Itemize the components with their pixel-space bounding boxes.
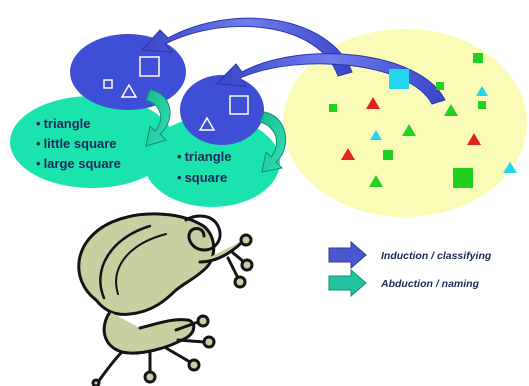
svg-text:•square: •square bbox=[177, 170, 227, 185]
small-class-item: square bbox=[185, 170, 228, 185]
big-class-label-list: •triangle •little square •large square bbox=[36, 116, 121, 171]
induction-legend-label: Induction / classifying bbox=[381, 250, 492, 262]
big-class-shapes bbox=[103, 56, 160, 98]
abduction-arrow-big bbox=[145, 89, 171, 147]
large-square-shape bbox=[139, 56, 160, 77]
green-triangle bbox=[369, 175, 383, 187]
red-triangle bbox=[341, 148, 355, 160]
induction-legend-arrow-icon bbox=[328, 240, 367, 270]
green-square bbox=[453, 168, 473, 188]
bullet-icon: • bbox=[36, 116, 41, 131]
big-class-item: little square bbox=[44, 136, 117, 151]
cyan-square bbox=[389, 69, 409, 89]
cyan-triangle bbox=[503, 162, 517, 173]
small-class-label-list: •triangle •square bbox=[177, 149, 232, 185]
bullet-icon: • bbox=[36, 136, 41, 151]
abduction-arrows bbox=[145, 89, 286, 173]
small-class-item: triangle bbox=[185, 149, 232, 164]
induction-arrows bbox=[140, 17, 446, 105]
little-square-shape bbox=[103, 79, 113, 89]
green-square bbox=[473, 53, 483, 63]
red-triangle bbox=[467, 133, 481, 145]
green-square bbox=[478, 101, 486, 109]
cyan-triangle bbox=[476, 86, 488, 96]
red-triangle bbox=[366, 97, 380, 109]
green-triangle bbox=[444, 104, 458, 116]
green-triangle bbox=[402, 124, 416, 136]
triangle-shape bbox=[198, 116, 216, 131]
big-class-item: triangle bbox=[44, 116, 91, 131]
square-shape bbox=[229, 95, 249, 115]
green-square bbox=[329, 104, 337, 112]
abduction-legend-label: Abduction / naming bbox=[380, 278, 480, 290]
abduction-arrow-small bbox=[259, 111, 286, 173]
small-class-names-ellipse bbox=[144, 117, 280, 207]
svg-text:•little square: •little square bbox=[36, 136, 117, 151]
big-class-item: large square bbox=[44, 156, 121, 171]
bullet-icon: • bbox=[177, 149, 182, 164]
cyan-triangle bbox=[370, 130, 382, 140]
big-class-names-ellipse bbox=[10, 96, 174, 188]
abduction-legend-arrow-icon bbox=[328, 268, 367, 298]
green-square bbox=[436, 82, 444, 90]
svg-text:•triangle: •triangle bbox=[177, 149, 232, 164]
induction-arrow-big bbox=[140, 17, 353, 77]
bullet-icon: • bbox=[36, 156, 41, 171]
legend: Induction / classifying Abduction / nami… bbox=[328, 240, 492, 298]
small-class-ellipse bbox=[180, 75, 264, 145]
universe-shapes bbox=[329, 53, 517, 188]
green-square bbox=[383, 150, 393, 160]
small-class-shapes bbox=[198, 95, 249, 131]
svg-text:•triangle: •triangle bbox=[36, 116, 91, 131]
bullet-icon: • bbox=[177, 170, 182, 185]
svg-text:•large square: •large square bbox=[36, 156, 121, 171]
frog-logo-icon bbox=[77, 212, 254, 386]
triangle-shape bbox=[120, 83, 138, 98]
big-class-ellipse bbox=[70, 34, 186, 110]
